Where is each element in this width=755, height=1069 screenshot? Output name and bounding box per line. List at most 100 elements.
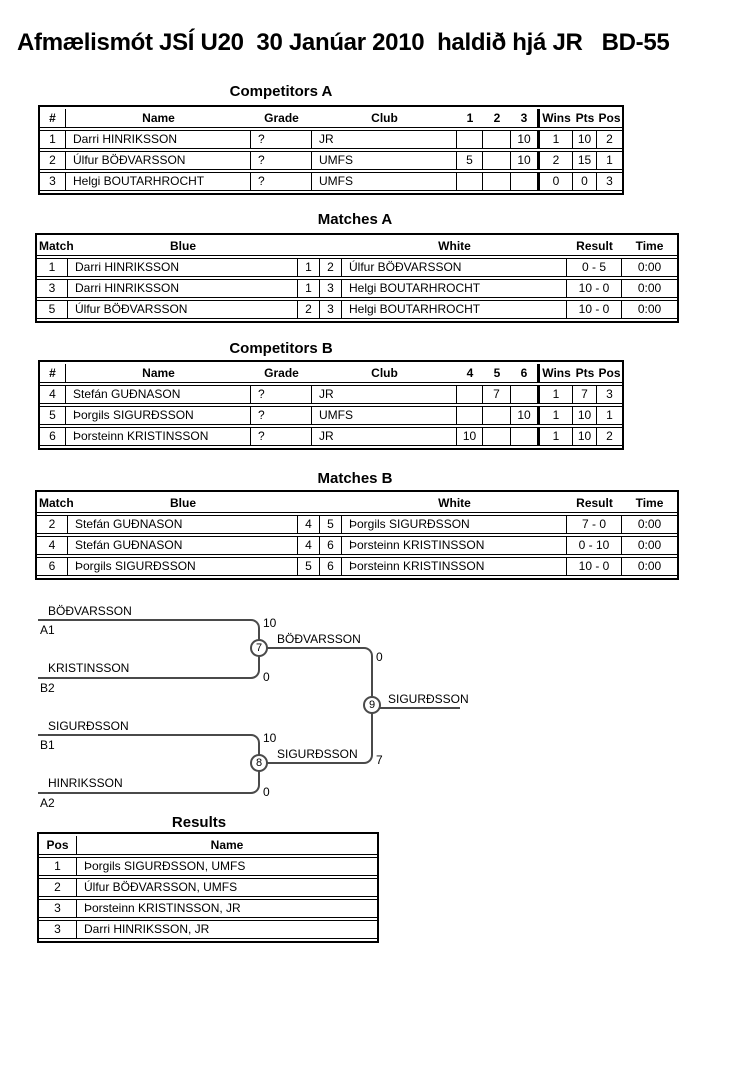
cell-score-2 xyxy=(483,130,511,149)
table-header-row: Pos Name xyxy=(39,836,377,855)
col-header-wins: Wins xyxy=(540,109,573,128)
cell-pos: 1 xyxy=(597,406,622,425)
cell-white-name: Helgi BOUTARHROCHT xyxy=(342,300,567,319)
cell-blue-name: Stefán GUÐNASON xyxy=(68,515,298,534)
cell-blue-number: 4 xyxy=(298,536,320,555)
col-header-white-num xyxy=(320,494,342,513)
bracket-sf2-bottom-seed: A2 xyxy=(40,796,55,810)
bracket-sf2-top-seed: B1 xyxy=(40,738,55,752)
cell-score-6 xyxy=(511,385,540,404)
cell-name: Stefán GUÐNASON xyxy=(66,385,251,404)
cell-name: Helgi BOUTARHROCHT xyxy=(66,172,251,191)
col-header-time: Time xyxy=(622,237,677,256)
col-header-result: Result xyxy=(567,237,622,256)
col-header-pos: Pos xyxy=(597,364,622,383)
cell-match-number: 2 xyxy=(37,515,68,534)
cell-pts: 10 xyxy=(573,427,597,446)
cell-number: 1 xyxy=(40,130,66,149)
match-row: 4 Stefán GUÐNASON 4 6 Þorsteinn KRISTINS… xyxy=(37,536,677,555)
matches-a-title: Matches A xyxy=(317,211,393,228)
cell-blue-name: Stefán GUÐNASON xyxy=(68,536,298,555)
col-header-number: # xyxy=(40,364,66,383)
bracket-sf2-winner-name: SIGURÐSSON xyxy=(277,747,358,761)
match-row: 1 Darri HINRIKSSON 1 2 Úlfur BÖÐVARSSON … xyxy=(37,258,677,277)
cell-white-name: Þorsteinn KRISTINSSON xyxy=(342,536,567,555)
cell-score-6: 10 xyxy=(511,406,540,425)
bracket-sf1-top-score: 10 xyxy=(263,616,277,630)
cell-name: Þorsteinn KRISTINSSON, JR xyxy=(77,899,377,918)
bracket-sf1-bottom-name: KRISTINSSON xyxy=(48,661,130,675)
cell-score-3 xyxy=(511,172,540,191)
match-row: 6 Þorgils SIGURÐSSON 5 6 Þorsteinn KRIST… xyxy=(37,557,677,576)
col-header-opp1: 1 xyxy=(457,109,483,128)
col-header-opp6: 6 xyxy=(511,364,540,383)
cell-grade: ? xyxy=(251,151,312,170)
cell-result: 10 - 0 xyxy=(567,279,622,298)
col-header-match: Match xyxy=(37,494,74,513)
competitor-row: 5 Þorgils SIGURÐSSON ? UMFS 10 1 10 1 xyxy=(40,406,622,425)
result-row: 1 Þorgils SIGURÐSSON, UMFS xyxy=(39,857,377,876)
cell-score-3: 10 xyxy=(511,151,540,170)
competitor-row: 3 Helgi BOUTARHROCHT ? UMFS 0 0 3 xyxy=(40,172,622,191)
results-table: Pos Name 1 Þorgils SIGURÐSSON, UMFS 2 Úl… xyxy=(37,832,379,943)
cell-pos: 1 xyxy=(597,151,622,170)
cell-score-2 xyxy=(483,151,511,170)
col-header-name: Name xyxy=(66,364,251,383)
cell-result: 0 - 5 xyxy=(567,258,622,277)
cell-result: 10 - 0 xyxy=(567,557,622,576)
bracket-sf2-bottom-score: 0 xyxy=(263,785,270,799)
cell-grade: ? xyxy=(251,130,312,149)
matches-b-table: Match Blue White Result Time 2 Stefán GU… xyxy=(35,490,679,580)
cell-wins: 1 xyxy=(540,406,573,425)
bracket-sf1-winner-name: BÖÐVARSSON xyxy=(277,632,361,646)
col-header-name: Name xyxy=(77,836,377,855)
cell-score-5: 7 xyxy=(483,385,511,404)
matches-a-table: Match Blue White Result Time 1 Darri HIN… xyxy=(35,233,679,323)
bracket-sf1-winner-line xyxy=(266,647,373,707)
cell-white-number: 5 xyxy=(320,515,342,534)
table-header-row: # Name Grade Club 4 5 6 Wins Pts Pos xyxy=(40,364,622,383)
col-header-club: Club xyxy=(312,109,457,128)
cell-wins: 0 xyxy=(540,172,573,191)
cell-name: Darri HINRIKSSON xyxy=(66,130,251,149)
col-header-blue-num xyxy=(298,494,320,513)
result-row: 2 Úlfur BÖÐVARSSON, UMFS xyxy=(39,878,377,897)
cell-club: UMFS xyxy=(312,151,457,170)
bracket-sf2-top-name: SIGURÐSSON xyxy=(48,719,129,733)
cell-time: 0:00 xyxy=(622,300,677,319)
cell-score-3: 10 xyxy=(511,130,540,149)
cell-club: JR xyxy=(312,427,457,446)
cell-white-name: Þorgils SIGURÐSSON xyxy=(342,515,567,534)
cell-result: 7 - 0 xyxy=(567,515,622,534)
col-header-opp3: 3 xyxy=(511,109,540,128)
cell-match-number: 6 xyxy=(37,557,68,576)
cell-result: 10 - 0 xyxy=(567,300,622,319)
cell-name: Úlfur BÖÐVARSSON, UMFS xyxy=(77,878,377,897)
cell-number: 5 xyxy=(40,406,66,425)
cell-number: 4 xyxy=(40,385,66,404)
cell-number: 2 xyxy=(40,151,66,170)
cell-time: 0:00 xyxy=(622,258,677,277)
cell-blue-name: Þorgils SIGURÐSSON xyxy=(68,557,298,576)
cell-pts: 10 xyxy=(573,406,597,425)
cell-white-number: 3 xyxy=(320,300,342,319)
col-header-white: White xyxy=(342,237,567,256)
cell-blue-number: 5 xyxy=(298,557,320,576)
cell-number: 3 xyxy=(40,172,66,191)
col-header-pts: Pts xyxy=(573,109,597,128)
cell-score-4: 10 xyxy=(457,427,483,446)
cell-result: 0 - 10 xyxy=(567,536,622,555)
col-header-blue-num xyxy=(298,237,320,256)
cell-pts: 7 xyxy=(573,385,597,404)
col-header-club: Club xyxy=(312,364,457,383)
cell-match-number: 3 xyxy=(37,279,68,298)
cell-white-number: 6 xyxy=(320,536,342,555)
cell-number: 6 xyxy=(40,427,66,446)
bracket-sf1-bottom-seed: B2 xyxy=(40,681,55,695)
col-header-opp4: 4 xyxy=(457,364,483,383)
bracket-sf2-top-score: 10 xyxy=(263,731,277,745)
cell-pos: 3 xyxy=(39,920,77,939)
col-header-blue: Blue xyxy=(68,237,298,256)
cell-white-number: 2 xyxy=(320,258,342,277)
cell-grade: ? xyxy=(251,172,312,191)
